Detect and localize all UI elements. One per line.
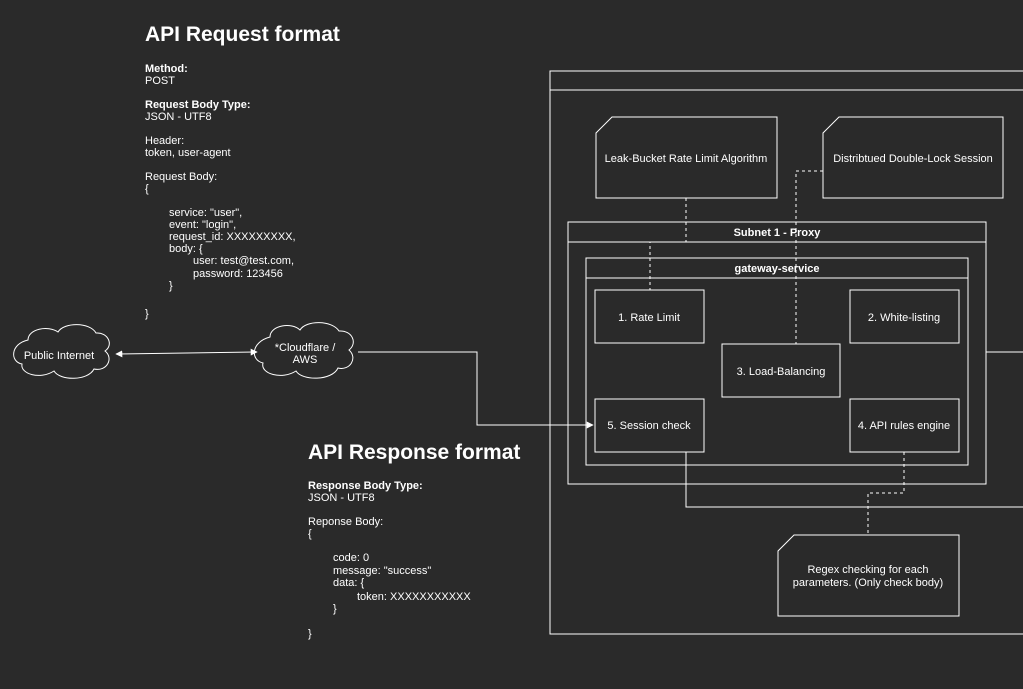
request-body-line: password: 123456 <box>193 268 283 280</box>
step-session-check-label: 5. Session check <box>607 420 691 432</box>
internet-cloudflare-connector <box>115 348 258 358</box>
note-shape <box>822 116 1004 199</box>
request-body-line: } <box>145 308 149 320</box>
request-header-label: Header: <box>145 135 184 147</box>
request-body-type-label: Request Body Type: <box>145 99 251 111</box>
request-body-line: service: "user", <box>169 207 242 219</box>
response-body-label: Reponse Body: <box>308 516 383 528</box>
request-body-line: user: test@test.com, <box>193 255 294 267</box>
step-white-listing-label: 2. White-listing <box>868 312 940 324</box>
gateway-title: gateway-service <box>735 263 820 275</box>
cloudflare-session-check-connector <box>358 351 594 429</box>
response-body-line: code: 0 <box>333 552 369 564</box>
response-body-line: message: "success" <box>333 565 431 577</box>
step-rate-limit-label: 1. Rate Limit <box>618 312 680 324</box>
request-format-title: API Request format <box>145 23 340 46</box>
step-load-balancing[interactable]: 3. Load-Balancing <box>721 343 841 398</box>
session-lock-note-connector <box>795 170 823 344</box>
response-body-line: token: XXXXXXXXXXX <box>357 591 471 603</box>
step-load-balancing-label: 3. Load-Balancing <box>737 366 826 378</box>
step-rate-limit[interactable]: 1. Rate Limit <box>594 289 705 344</box>
request-method-value: POST <box>145 75 175 87</box>
step-box <box>849 398 960 453</box>
note-regex-label: Regex checking for each <box>807 564 928 576</box>
step-box <box>721 343 841 398</box>
step-api-rules-engine-label: 4. API rules engine <box>858 420 950 432</box>
step-box <box>594 398 705 453</box>
response-body-line: } <box>308 628 312 640</box>
note-rate-limit-algorithm-label: Leak-Bucket Rate Limit Algorithm <box>605 153 768 165</box>
request-body-line: request_id: XXXXXXXXX, <box>169 231 296 243</box>
public-internet-label: Public Internet <box>24 350 94 362</box>
response-body-type-value: JSON - UTF8 <box>308 492 375 504</box>
cloudflare-label: AWS <box>293 354 318 366</box>
cloud-shape-icon <box>13 324 110 379</box>
response-body-line: data: { <box>333 577 365 589</box>
public-internet-cloud[interactable]: Public Internet <box>13 324 110 379</box>
request-header-value: token, user-agent <box>145 147 231 159</box>
request-body-line: body: { <box>169 243 203 255</box>
response-format-title: API Response format <box>308 441 520 464</box>
regex-note-connector <box>867 452 905 535</box>
step-box <box>594 289 705 344</box>
response-body-line: } <box>333 603 337 615</box>
request-method-label: Method: <box>145 63 188 75</box>
rate-algo-note-connector <box>649 198 687 290</box>
step-white-listing[interactable]: 2. White-listing <box>849 289 960 344</box>
request-format-block: API Request format Method: POST Request … <box>145 23 340 320</box>
subnet-title: Subnet 1 - Proxy <box>734 227 822 239</box>
cloud-shape-icon <box>253 322 354 379</box>
step-api-rules-engine[interactable]: 4. API rules engine <box>849 398 960 453</box>
request-body-label: Request Body: <box>145 171 217 183</box>
response-body-line: { <box>308 528 312 540</box>
cloudflare-aws-cloud[interactable]: *Cloudflare / AWS <box>253 322 354 379</box>
note-regex-checking[interactable]: Regex checking for each parameters. (Onl… <box>777 534 960 617</box>
session-check-out-connector <box>685 452 1023 508</box>
note-regex-label: parameters. (Only check body) <box>793 577 943 589</box>
request-body-line: } <box>169 280 173 292</box>
response-format-block: API Response format Response Body Type: … <box>308 441 520 640</box>
request-body-line: event: "login", <box>169 219 236 231</box>
note-session-lock[interactable]: Distribtued Double-Lock Session <box>822 116 1004 199</box>
step-session-check[interactable]: 5. Session check <box>594 398 705 453</box>
note-rate-limit-algorithm[interactable]: Leak-Bucket Rate Limit Algorithm <box>595 116 778 199</box>
request-body-line: { <box>145 183 149 195</box>
note-shape <box>777 534 960 617</box>
cloudflare-label: *Cloudflare / <box>275 342 336 354</box>
note-session-lock-label: Distribtued Double-Lock Session <box>833 153 993 165</box>
step-box <box>849 289 960 344</box>
request-body-type-value: JSON - UTF8 <box>145 111 212 123</box>
response-body-type-label: Response Body Type: <box>308 480 423 492</box>
